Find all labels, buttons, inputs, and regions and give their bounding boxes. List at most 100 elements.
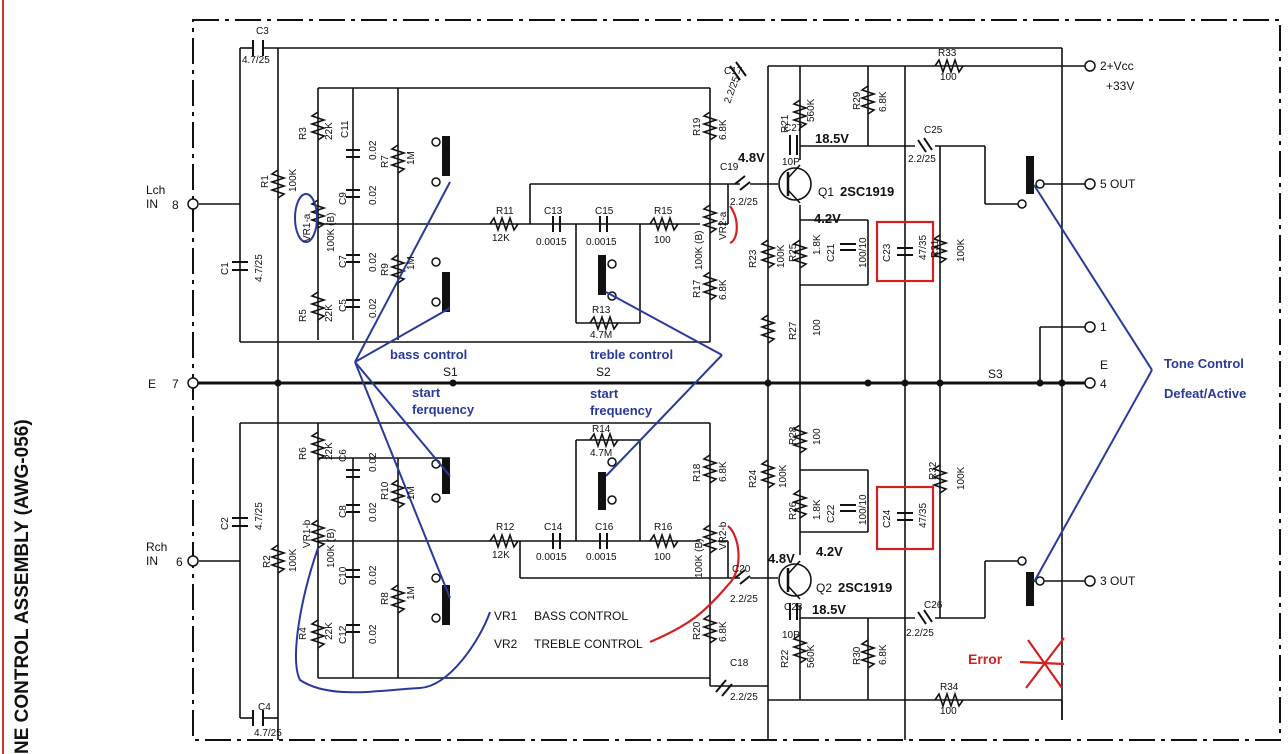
- r20-val-label: 6.8K: [718, 621, 729, 642]
- c5-label: C5: [338, 299, 349, 312]
- blue-annotation-text: bass control start ferquency treble cont…: [390, 347, 1246, 418]
- vr2b-label: VR2-b: [718, 521, 729, 550]
- r23-label: R23: [748, 249, 759, 268]
- out3-label: 3 OUT: [1100, 574, 1136, 588]
- c3-label: C3: [256, 26, 269, 37]
- treble-control-note: treble control: [590, 347, 673, 362]
- r5-val-label: 22K: [324, 304, 335, 322]
- c18-val-label: 2.2/25: [730, 692, 758, 703]
- c18-label: C18: [730, 658, 749, 669]
- vr2a-label: VR2-a: [718, 211, 729, 240]
- r12-label: R12: [496, 522, 515, 533]
- terminal-labels: Lch IN 8 E 7 Rch IN 6 2+Vcc +33V 5 OUT 1…: [146, 59, 1136, 588]
- terminal-out3: [1084, 575, 1096, 587]
- c14-label: C14: [544, 522, 563, 533]
- r18-label: R18: [692, 463, 703, 482]
- r21-val-label: 560K: [806, 98, 817, 122]
- vr1a-val-label: 100K (B): [326, 213, 337, 252]
- r33-val-label: 100: [940, 72, 957, 83]
- r27-label: R27: [788, 321, 799, 340]
- r15-label: R15: [654, 206, 673, 217]
- resistor-symbols: [269, 57, 964, 709]
- c2-val-label: 4.7/25: [254, 502, 265, 530]
- r7-val-label: 1M: [406, 151, 417, 165]
- r30-label: R30: [852, 646, 863, 665]
- terminal-e-left: [187, 377, 199, 389]
- c11-label: C11: [340, 120, 351, 138]
- c22-val-label: 100/10: [858, 494, 869, 525]
- c25-val-label: 2.2/25: [908, 154, 936, 165]
- v-48-top-label: 4.8V: [738, 150, 765, 165]
- c13-label: C13: [544, 206, 563, 217]
- r20-label: R20: [692, 621, 703, 640]
- c10-label: C10: [338, 566, 349, 585]
- c20-label: C20: [732, 564, 751, 575]
- q1-label: Q1: [818, 185, 834, 199]
- r5-label: R5: [298, 309, 309, 322]
- s3-label: S3: [988, 367, 1003, 381]
- v-42-bot-label: 4.2V: [816, 544, 843, 559]
- v-185-top-label: 18.5V: [815, 131, 849, 146]
- c28-val-label: 10P: [782, 630, 800, 641]
- bass-control-note: bass control: [390, 347, 467, 362]
- red-annotation-marks: [649, 205, 1065, 689]
- r18-val-label: 6.8K: [718, 461, 729, 482]
- r3-label: R3: [298, 127, 309, 140]
- c9-label: C9: [338, 192, 349, 205]
- r17-label: R17: [692, 279, 703, 298]
- r13-val-label: 4.7M: [590, 330, 612, 341]
- c14-val-label: 0.0015: [536, 552, 567, 563]
- q2-type-label: 2SC1919: [838, 580, 892, 595]
- r9-val-label: 1M: [406, 256, 417, 270]
- r8-val-label: 1M: [406, 586, 417, 600]
- lch-label: Lch: [146, 183, 165, 197]
- r30-val-label: 6.8K: [878, 644, 889, 665]
- c7-label: C7: [338, 255, 349, 268]
- c23-label: C23: [882, 243, 893, 262]
- r29-label: R29: [852, 91, 863, 110]
- e-left-label: E: [148, 377, 156, 391]
- r32-label: R32: [928, 461, 939, 480]
- q2-label: Q2: [816, 581, 832, 595]
- r31-val-label: 100K: [956, 238, 967, 262]
- bass-start-note-1: start: [412, 385, 441, 400]
- vr-legend: VR1 BASS CONTROL VR2 TREBLE CONTROL: [494, 609, 643, 651]
- c13-val-label: 0.0015: [536, 237, 567, 248]
- c22-label: C22: [826, 504, 837, 523]
- c16-label: C16: [595, 522, 614, 533]
- tone-control-note-1: Tone Control: [1164, 356, 1244, 371]
- c15-label: C15: [595, 206, 614, 217]
- c25-label: C25: [924, 125, 943, 136]
- e-right-label: E: [1100, 358, 1108, 372]
- out5-label: 5 OUT: [1100, 177, 1136, 191]
- c23-val-label: 47/35: [918, 235, 929, 260]
- vr2b-val-label: 100K (B): [694, 539, 705, 578]
- r24-val-label: 100K: [778, 464, 789, 488]
- c17-label: C17: [724, 66, 743, 77]
- c11-val-label: 0.02: [368, 140, 379, 160]
- r19-label: R19: [692, 117, 703, 136]
- treble-start-note-1: start: [590, 386, 619, 401]
- r34-val-label: 100: [940, 706, 957, 717]
- r1-label: R1: [260, 175, 271, 188]
- rch-in-label: IN: [146, 554, 158, 568]
- r6-label: R6: [298, 447, 309, 460]
- component-labels: C3 4.7/25 C1 4.7/25 C2 4.7/25 C4 4.7/25 …: [220, 26, 1003, 739]
- r10-val-label: 1M: [406, 486, 417, 500]
- r17-val-label: 6.8K: [718, 279, 729, 300]
- vr2a-val-label: 100K (B): [694, 231, 705, 270]
- c4-val-label: 4.7/25: [254, 728, 282, 739]
- c9-val-label: 0.02: [368, 185, 379, 205]
- r4-val-label: 22K: [324, 622, 335, 640]
- c12-label: C12: [338, 625, 349, 644]
- s2-label: S2: [596, 365, 611, 379]
- e-left-num: 7: [172, 377, 179, 391]
- transistor-q1: [778, 164, 812, 204]
- c8-val-label: 0.02: [368, 502, 379, 522]
- c1-label: C1: [220, 262, 231, 275]
- r34-label: R34: [940, 682, 959, 693]
- c3-val-label: 4.7/25: [242, 55, 270, 66]
- r7-label: R7: [380, 155, 391, 168]
- c5-val-label: 0.02: [368, 298, 379, 318]
